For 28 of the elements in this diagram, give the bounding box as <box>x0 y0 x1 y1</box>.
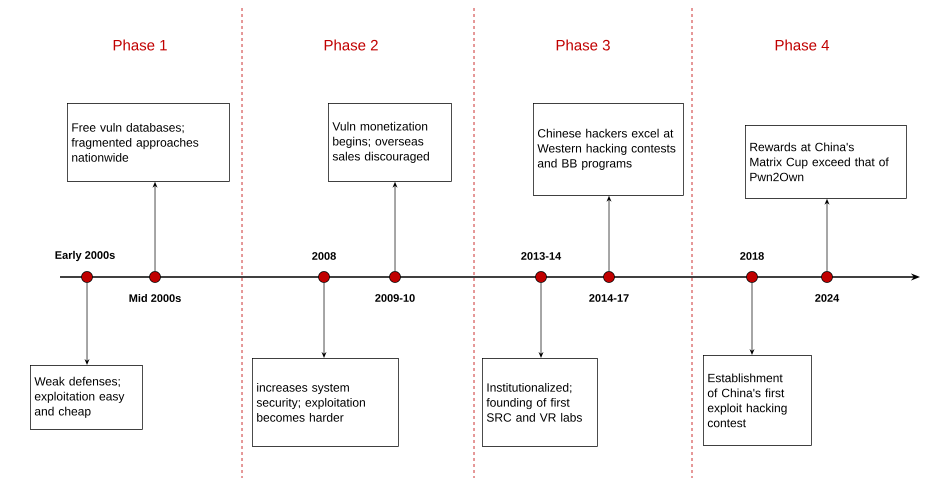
event-box: increases system security; exploitation becomes harder <box>252 358 399 447</box>
year-label: 2013-14 <box>521 252 562 260</box>
timeline-dot <box>318 271 330 283</box>
year-label: 2024 <box>815 294 840 302</box>
year-label: Mid 2000s <box>129 294 181 302</box>
event-box: Institutionalized; founding of first SRC and VR labs <box>482 358 598 447</box>
timeline-dot <box>746 271 758 283</box>
event-box: Weak defenses; exploitation easy and cheap <box>30 365 143 430</box>
year-label: 2009-10 <box>375 294 415 302</box>
year-label: 2014-17 <box>589 294 629 302</box>
year-label: 2008 <box>312 252 336 260</box>
timeline-dot <box>821 271 833 283</box>
phase-label: Phase 1 <box>114 40 167 50</box>
phase-label: Phase 2 <box>324 40 378 50</box>
timeline-dot <box>81 271 93 283</box>
timeline-dot <box>535 271 547 283</box>
event-box: Free vuln databases; fragmented approaches nationwide <box>67 103 230 182</box>
phase-label: Phase 3 <box>556 40 610 50</box>
year-label: 2018 <box>740 252 764 260</box>
timeline-dot <box>603 271 615 283</box>
event-box: Establishment of China's first exploit hacking contest <box>703 354 812 446</box>
event-box: Vuln monetization begins; overseas sales discouraged <box>328 103 452 182</box>
timeline-dot <box>149 271 161 283</box>
event-box: Chinese hackers excel at Western hacking contests and BB programs <box>533 103 684 196</box>
year-label: Early 2000s <box>55 250 115 262</box>
event-box: Rewards at China's Matrix Cup exceed that of Pwn2Own <box>745 125 907 199</box>
phase-label: Phase 4 <box>776 40 830 50</box>
timeline-dot <box>389 271 401 283</box>
